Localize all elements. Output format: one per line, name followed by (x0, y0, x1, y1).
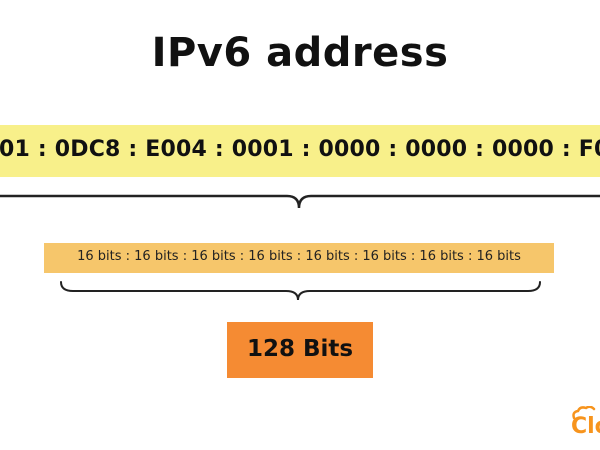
ipv6-address-text: 2001 : 0DC8 : E004 : 0001 : 0000 : 0000 … (0, 137, 600, 162)
bits-breakdown-box: 16 bits : 16 bits : 16 bits : 16 bits : … (44, 243, 554, 273)
bits-brace (60, 281, 541, 301)
bits-breakdown-text: 16 bits : 16 bits : 16 bits : 16 bits : … (77, 249, 521, 264)
diagram-title: IPv6 address (151, 30, 449, 76)
ipv6-address-band: 2001 : 0DC8 : E004 : 0001 : 0000 : 0000 … (0, 125, 600, 177)
cloud-logo: Cloud (566, 406, 600, 446)
logo-text: Cloud (571, 414, 600, 439)
address-brace (0, 194, 600, 209)
total-bits-box: 128 Bits (227, 322, 373, 378)
total-bits-text: 128 Bits (246, 336, 354, 362)
cloud-icon (572, 406, 596, 420)
